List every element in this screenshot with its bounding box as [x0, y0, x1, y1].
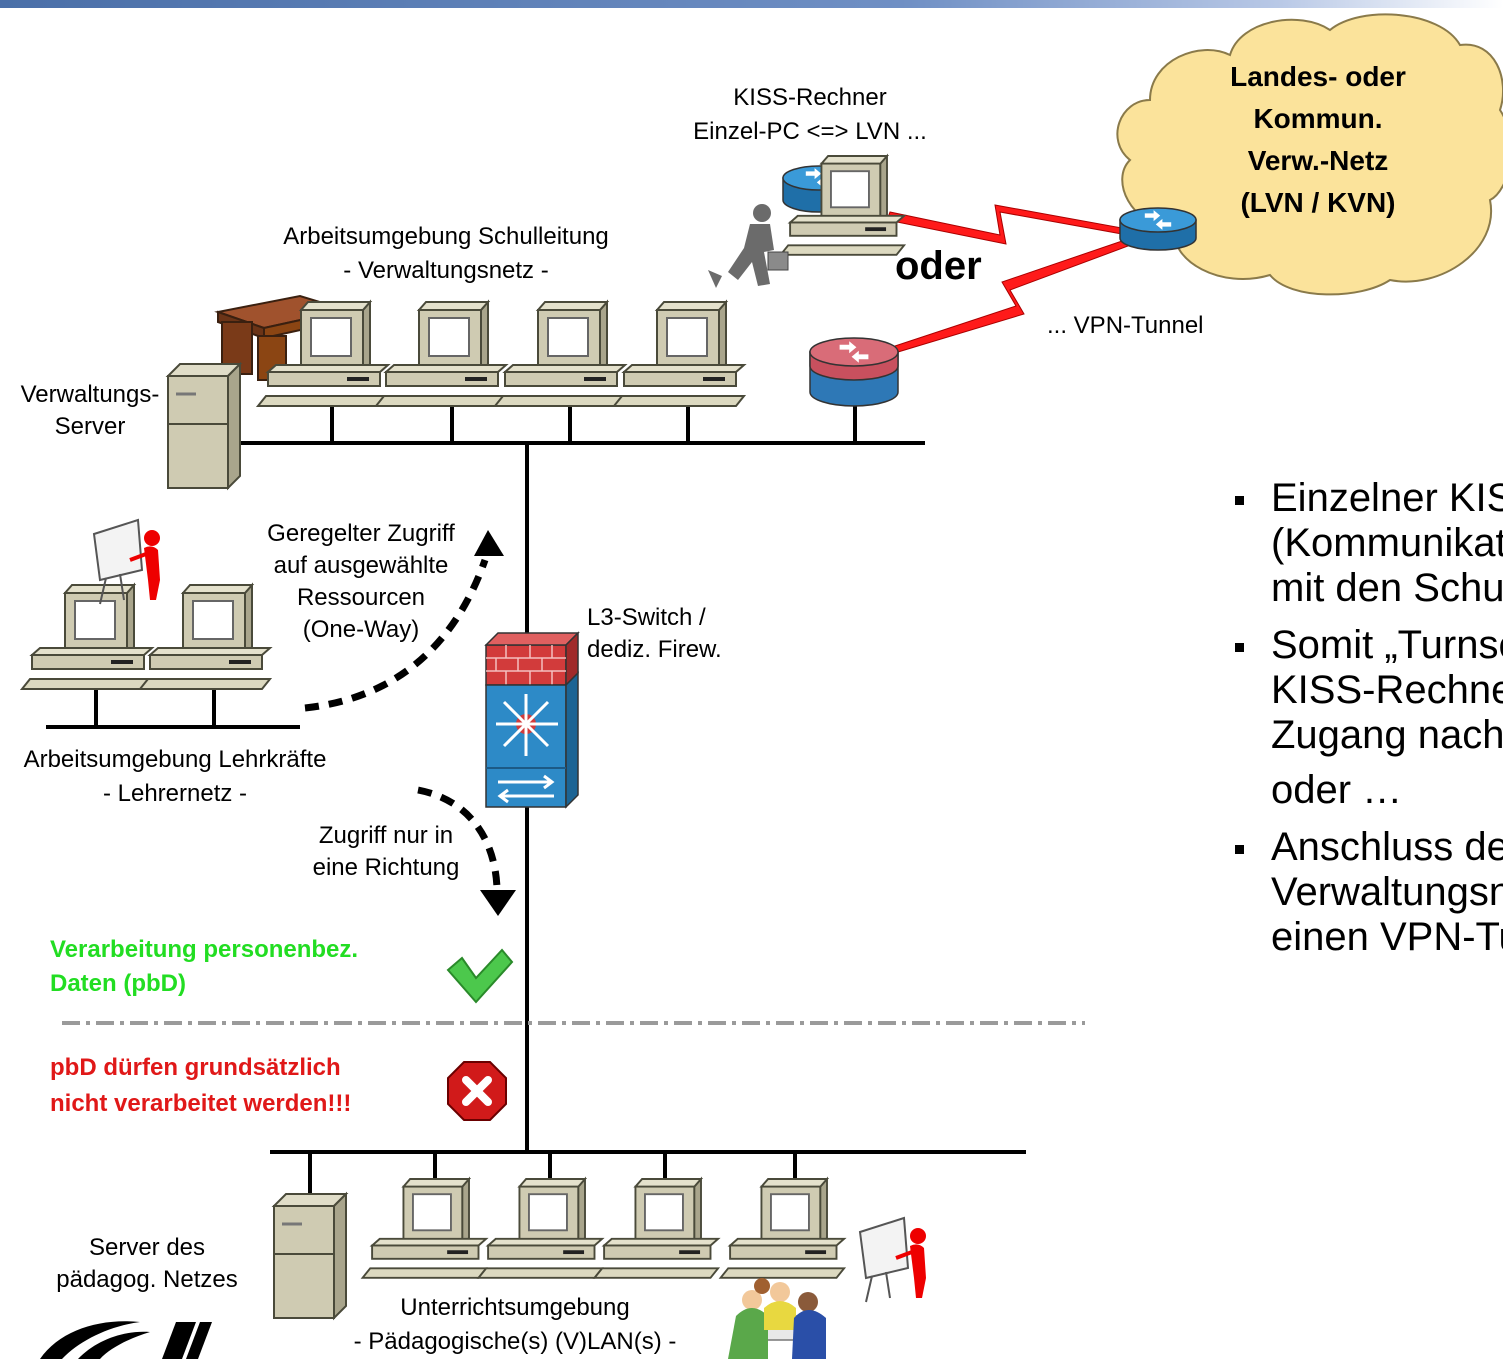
- workstation-icon: [613, 301, 745, 407]
- cloud-label-line4: (LVN / KVN): [1240, 187, 1396, 218]
- bullet-list: Einzelner KISS-Rechner (Kommunikation mi…: [1235, 476, 1503, 960]
- bullet-1-line-2: (Kommunikation: [1271, 521, 1503, 565]
- bullet-1-line-3: mit den Schulen): [1271, 566, 1503, 610]
- workstation-icon: [21, 584, 153, 690]
- pbd-allowed-label-line2: Daten (pbD): [50, 970, 186, 997]
- oder-continuation: oder …: [1271, 768, 1403, 812]
- oder-label: oder: [895, 244, 982, 288]
- one-direction-label-line2: eine Richtung: [312, 854, 460, 881]
- bullet-2-line-1: Somit „Turnschuhnetz“: [1271, 623, 1503, 667]
- bullet-item-1: Einzelner KISS-Rechner (Kommunikation mi…: [1235, 476, 1503, 611]
- bullet-2-line-3: Zugang nach außen: [1271, 713, 1503, 757]
- kiss-title-label: KISS-Rechner: [733, 84, 887, 111]
- access-label-line2: auf ausgewählte: [273, 552, 449, 579]
- bullet-item-3: Anschluss des Verwaltungsnetzes über ein…: [1235, 825, 1503, 960]
- one-direction-arrow: [417, 786, 516, 916]
- error-icon: [447, 1061, 507, 1121]
- cloud-label-line2: Kommun.: [1253, 103, 1383, 134]
- vpn-tunnel-label: ... VPN-Tunnel: [1047, 312, 1204, 339]
- verwaltungs-server-label-line2: Server: [54, 413, 126, 440]
- bullet-3-line-3: einen VPN-Tunnel: [1271, 915, 1503, 959]
- workstation-icon: [593, 1178, 720, 1279]
- unterricht-title-label: Unterrichtsumgebung: [400, 1294, 630, 1321]
- router-icon: [1119, 207, 1197, 251]
- top-banner-bar: [0, 0, 1503, 8]
- businessman-icon: [708, 204, 789, 288]
- logo-icon: [40, 1321, 212, 1359]
- lehrer-subtitle-label: - Lehrernetz -: [102, 780, 248, 807]
- cloud-label-line3: Verw.-Netz: [1247, 145, 1389, 176]
- verwaltungs-server-label-line1: Verwaltungs-: [20, 381, 160, 408]
- workstation-icon: [361, 1178, 488, 1279]
- students-icon: [728, 1278, 826, 1359]
- pbd-forbidden-label-line1: pbD dürfen grundsätzlich: [50, 1054, 341, 1081]
- pbd-allowed-label-line1: Verarbeitung personenbez.: [50, 936, 359, 963]
- switch-label-line1: L3-Switch /: [587, 604, 706, 631]
- presenter-icon: [858, 1216, 928, 1304]
- server-icon: [166, 362, 242, 490]
- one-way-access-arrow: [304, 530, 504, 712]
- vpn-router-icon: [809, 337, 899, 407]
- network-cabling: [46, 400, 1026, 1195]
- access-label-line1: Geregelter Zugriff: [267, 520, 455, 547]
- unterricht-subtitle-label: - Pädagogische(s) (V)LAN(s) -: [353, 1328, 677, 1355]
- bullet-3-line-2: Verwaltungsnetzes über: [1271, 870, 1503, 914]
- bullet-gap: [1235, 611, 1503, 623]
- paed-server-label-line2: pädagog. Netzes: [56, 1266, 238, 1293]
- access-label-line3: Ressourcen: [296, 584, 426, 611]
- workstation-icon: [719, 1178, 846, 1279]
- bullet-item-2: Somit „Turnschuhnetz“ KISS-Rechner mit Z…: [1235, 623, 1503, 758]
- switch-label-line2: dediz. Firew.: [587, 636, 722, 663]
- check-icon: [446, 948, 514, 1004]
- cloud-label-line1: Landes- oder: [1230, 61, 1406, 92]
- bullet-2-line-2: KISS-Rechner mit: [1271, 668, 1503, 712]
- kiss-subtitle-label: Einzel-PC <=> LVN ...: [693, 118, 927, 145]
- pbd-forbidden-label-line2: nicht verarbeitet werden!!!: [50, 1090, 352, 1117]
- paed-server-label-line1: Server des: [88, 1234, 206, 1261]
- workstation-icon: [494, 301, 626, 407]
- workstation-icon: [375, 301, 507, 407]
- access-label-line4: (One-Way): [302, 616, 420, 643]
- bullet-plain-oder: oder …: [1235, 768, 1503, 813]
- workstation-icon: [477, 1178, 604, 1279]
- one-direction-label-line1: Zugriff nur in: [318, 822, 454, 849]
- schulleitung-title-label: Arbeitsumgebung Schulleitung: [283, 223, 609, 250]
- bullet-3-line-1: Anschluss des: [1271, 825, 1503, 869]
- schulleitung-subtitle-label: - Verwaltungsnetz -: [343, 257, 549, 284]
- bullet-gap: [1235, 813, 1503, 825]
- bullet-1-line-1: Einzelner KISS-Rechner: [1271, 476, 1503, 520]
- firewall-switch-icon: [484, 631, 580, 809]
- lehrer-title-label: Arbeitsumgebung Lehrkräfte: [23, 746, 327, 773]
